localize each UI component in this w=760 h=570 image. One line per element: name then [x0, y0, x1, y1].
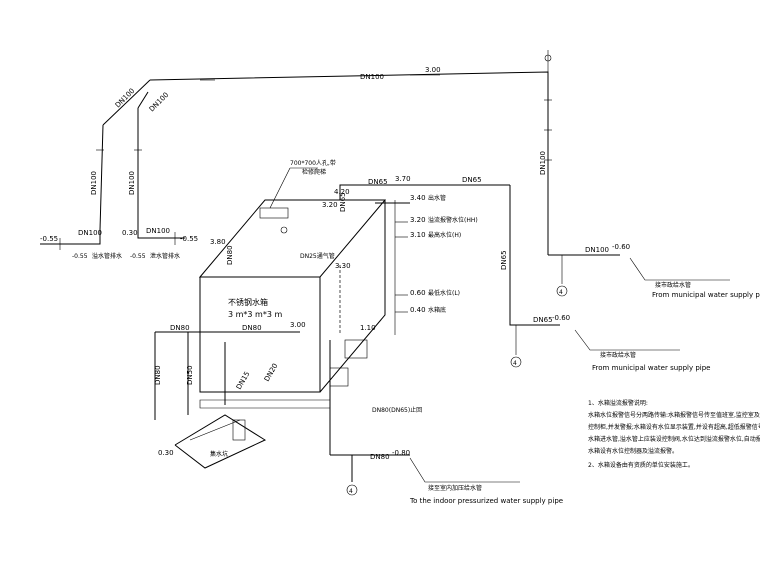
valve2-dn-label: DN100: [146, 227, 170, 235]
valve2-elev-label: 0.30: [122, 229, 138, 237]
elev-320-text: 溢流报警水位(HH): [428, 216, 478, 224]
valve2-elev-right-label: -0.55: [180, 235, 198, 243]
elev-370-label: 3.70: [395, 175, 411, 183]
elev-110-label: 1.10: [360, 324, 376, 332]
note-line: 水箱设有水位控制器及溢流报警。: [588, 448, 679, 455]
manhole-note: 700*700人孔,带: [290, 159, 336, 167]
dn65-top-label: DN65: [368, 178, 388, 186]
elev-030-label: 0.30: [158, 449, 174, 457]
dn25-note: DN25通气管: [300, 252, 335, 260]
dn100-right-elev: -0.60: [612, 243, 630, 251]
top-main-dn-label: DN100: [360, 73, 384, 81]
elev-060-label: 0.60: [410, 289, 426, 297]
elev-320a-label: 3.20: [322, 201, 338, 209]
dn80-bottom-label: DN80: [370, 453, 390, 461]
circle-num-right: 4: [559, 289, 563, 296]
bottom-en-label: To the indoor pressurized water supply p…: [409, 497, 563, 505]
valve1-sub-text: 溢水管排水: [92, 252, 122, 260]
top-main-pipe: DN100 3.00 DN100 DN100 DN100 DN100 DN100: [90, 50, 552, 255]
elev-040-text: 水箱底: [428, 306, 446, 314]
pump-label: DN80(DN65)止回: [372, 406, 422, 414]
tank-top-elev: 3.80: [210, 238, 226, 246]
water-tank: 不锈钢水箱 3 m*3 m*3 m 700*700人孔,带 检修爬梯: [198, 159, 387, 393]
dn-small2-label: DN20: [263, 362, 280, 383]
elev-340-label: 3.40: [410, 194, 426, 202]
left-branch2-dn-label: DN100: [148, 91, 171, 114]
dn80-bottom-elev: -0.80: [392, 449, 410, 457]
note-line: 2、水箱设备由有资质的单位安装施工。: [588, 462, 694, 469]
left-riser1-dn-label: DN100: [90, 171, 98, 195]
right-supply-piping: DN65 DN65 -0.60 4 接市政给水管 From municipal …: [500, 210, 760, 372]
dn65-top2-label: DN65: [462, 176, 482, 184]
elev-300-label: 3.00: [290, 321, 306, 329]
tank-name: 不锈钢水箱: [228, 297, 268, 307]
valve2-sub-text: 泄水管排水: [150, 252, 180, 260]
dn-small-label: DN15: [235, 370, 252, 391]
elev-310-text: 最高水位(H): [428, 231, 461, 239]
left-branch1-dn-label: DN100: [114, 87, 137, 110]
mid-cn-label: 接市政给水管: [600, 351, 636, 359]
tank-elevation-marks: 3.70 DN65 DN65 4.20 3.20 DN65 3.40 出水管 3…: [210, 175, 511, 335]
left-riser2-dn-label: DN100: [128, 171, 136, 195]
bottom-outlet-piping: 4 DN80 -0.80 接至室内加压给水管 To the indoor pre…: [346, 449, 563, 505]
top-main-elev-label: 3.00: [425, 66, 441, 74]
dn80-hline-label: DN80: [242, 324, 262, 332]
manhole-note2: 检修爬梯: [302, 168, 326, 176]
dn65-right-elev: -0.60: [552, 314, 570, 322]
dn50-label: DN50: [186, 365, 194, 385]
valve1-sub-elev: -0.55: [72, 253, 88, 260]
dn80-tank2-label: DN80: [170, 324, 190, 332]
valve2-sub-elev: -0.55: [130, 253, 146, 260]
tank-size: 3 m*3 m*3 m: [228, 310, 282, 319]
note-line: 水箱水位报警信号分两路传输:水箱报警信号传至值班室,监控室及水泵: [588, 412, 760, 419]
note-line: 1、水箱溢流报警说明:: [588, 400, 648, 407]
elev-320b-label: 3.20: [410, 216, 426, 224]
pump-note: 集水坑: [210, 450, 228, 458]
mid-en-label: From municipal water supply pipe: [592, 364, 711, 372]
elev-340-text: 出水管: [428, 194, 446, 202]
note-line: 控制柜,并发警报;水箱设有水位显示装置,并设有超高,超低报警信号: [588, 424, 760, 431]
tank-outlet-piping: DN80 DN80 3.00 DN80 DN50 DN15 DN20 0.30 …: [154, 321, 422, 469]
note-line: 水箱进水管,溢水管上应装设控制阀,水位达到溢流报警水位,自动报警,: [588, 436, 760, 443]
bottom-cn-label: 接至室内加压给水管: [428, 484, 482, 492]
dn65-right-label: DN65: [533, 316, 553, 324]
valve1-elev-label: -0.55: [40, 235, 58, 243]
right-cn-label: 接市政给水管: [655, 281, 691, 289]
tank-top-dn-label: DN65: [339, 192, 347, 212]
elev-040-label: 0.40: [410, 306, 426, 314]
right-riser-dn-label: DN100: [539, 151, 547, 175]
elev-420-label: 4.20: [334, 188, 350, 196]
elev-060-text: 最低水位(L): [428, 289, 460, 297]
dn65-right-riser: DN65: [500, 250, 508, 270]
right-en-label: From municipal water supply pipe: [652, 291, 760, 299]
dn80-v2-label: DN80: [154, 365, 162, 385]
dn100-right-label: DN100: [585, 246, 609, 254]
valve1-dn-label: DN100: [78, 229, 102, 237]
left-valve-group: -0.55 DN100 -0.55 溢水管排水 0.30 DN100 -0.55…: [40, 227, 198, 260]
circle-num-mid: 4: [513, 360, 517, 367]
circle-num-bottom: 4: [349, 488, 353, 495]
dn80-tank-label: DN80: [226, 245, 234, 265]
elev-310-label: 3.10: [410, 231, 426, 239]
elev-330-label: 3.30: [335, 262, 351, 270]
